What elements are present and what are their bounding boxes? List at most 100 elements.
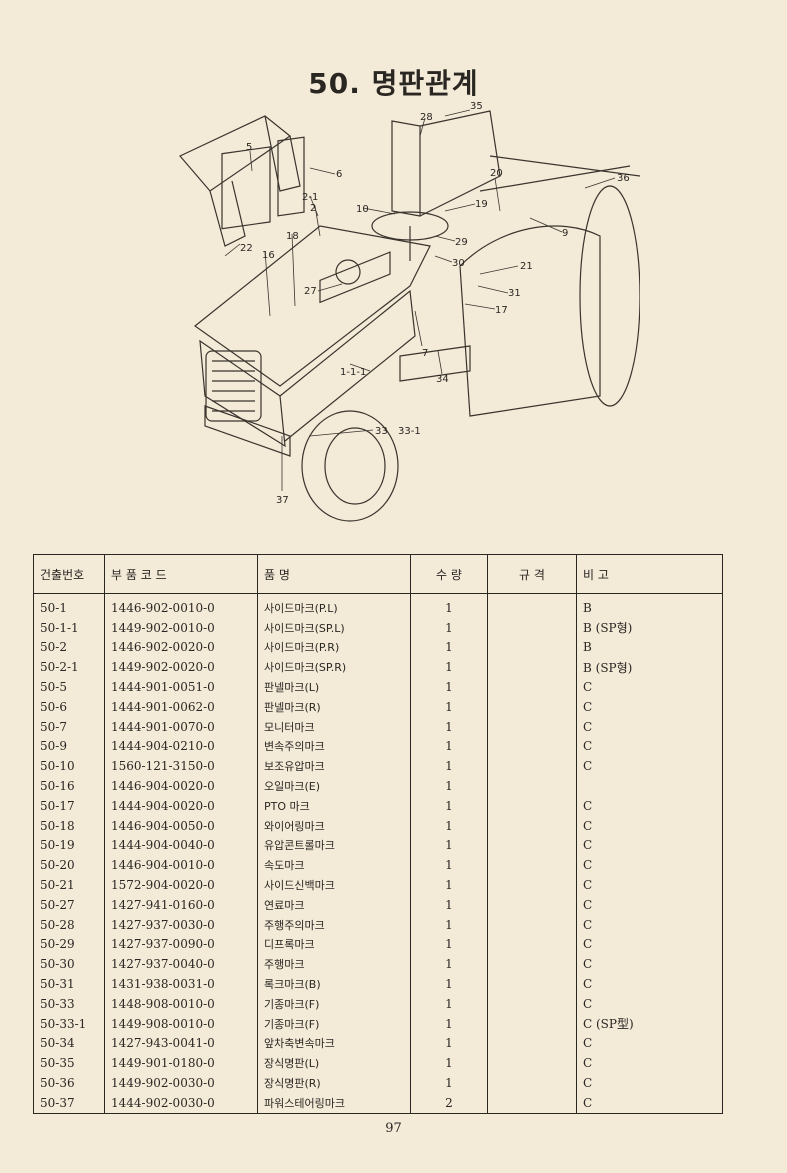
quantity-cell: 1 — [410, 934, 488, 955]
part-name-cell: 모니터마크 — [257, 716, 411, 737]
remarks-cell: C — [583, 937, 593, 952]
remarks-cell: C — [583, 739, 593, 754]
part-code-cell: 1427-937-0030-0 — [104, 914, 258, 935]
callout-label: 29 — [455, 237, 468, 248]
part-code-cell: 1427-937-0040-0 — [104, 954, 258, 975]
quantity-cell: 1 — [410, 593, 488, 618]
part-number-cell: 50-33-1 — [33, 1013, 105, 1034]
part-name-cell: 사이드마크(P.R) — [257, 637, 411, 658]
quantity-cell: 1 — [410, 993, 488, 1014]
spec-cell — [487, 677, 577, 697]
part-name-cell: 사이드신백마크 — [257, 875, 411, 895]
table-header-row: 건출번호 부 품 코 드 품 명 수 량 규 격 비 고 — [33, 554, 723, 594]
spec-cell — [487, 875, 577, 895]
part-code-cell: 1446-904-0010-0 — [104, 855, 258, 876]
remarks-cell: C — [583, 878, 593, 893]
part-code-cell: 1427-941-0160-0 — [104, 894, 258, 915]
column-header: 부 품 코 드 — [104, 554, 258, 594]
spec-cell — [487, 954, 577, 975]
quantity-cell: 1 — [410, 696, 488, 717]
callout-label: 6 — [336, 169, 342, 180]
part-number-cell: 50-19 — [33, 835, 105, 856]
remarks-cell: C — [583, 957, 593, 972]
remarks-cell: C — [583, 1056, 593, 1071]
quantity-cell: 1 — [410, 875, 488, 895]
spec-cell — [487, 716, 577, 737]
part-code-cell: 1449-902-0030-0 — [104, 1073, 258, 1093]
part-code-cell: 1444-901-0051-0 — [104, 677, 258, 697]
part-number-cell: 50-37 — [33, 1092, 105, 1114]
part-name-cell: PTO 마크 — [257, 795, 411, 816]
spec-cell — [487, 1053, 577, 1074]
part-name-cell: 디프록마크 — [257, 934, 411, 955]
part-name-cell: 앞차축변속마크 — [257, 1033, 411, 1054]
spec-cell — [487, 934, 577, 955]
column-header: 규 격 — [487, 554, 577, 594]
callout-label: 33 — [375, 426, 388, 437]
part-name-cell: 오일마크(E) — [257, 776, 411, 796]
part-number-cell: 50-1-1 — [33, 617, 105, 638]
spec-cell — [487, 736, 577, 757]
quantity-cell: 1 — [410, 716, 488, 737]
quantity-cell: 1 — [410, 637, 488, 658]
spec-cell — [487, 815, 577, 836]
callout-label: 36 — [617, 173, 630, 184]
spec-cell — [487, 835, 577, 856]
part-code-cell: 1427-937-0090-0 — [104, 934, 258, 955]
part-number-cell: 50-6 — [33, 696, 105, 717]
spec-cell — [487, 993, 577, 1014]
remarks-cell: C — [583, 680, 593, 695]
part-number-cell: 50-2-1 — [33, 657, 105, 678]
remarks-cell: C — [583, 1076, 593, 1091]
callout-label: 33-1 — [398, 426, 421, 437]
part-name-cell: 와이어링마크 — [257, 815, 411, 836]
part-name-cell: 주행마크 — [257, 954, 411, 975]
part-name-cell: 파워스테어링마크 — [257, 1092, 411, 1114]
column-header: 건출번호 — [33, 554, 105, 594]
callout-label: 17 — [495, 305, 508, 316]
callout-label: 18 — [286, 231, 299, 242]
quantity-cell: 1 — [410, 1073, 488, 1093]
column-header: 품 명 — [257, 554, 411, 594]
part-number-cell: 50-9 — [33, 736, 105, 757]
spec-cell — [487, 894, 577, 915]
callout-label: 7 — [422, 348, 428, 359]
part-name-cell: 유압콘트롤마크 — [257, 835, 411, 856]
quantity-cell: 1 — [410, 1053, 488, 1074]
part-number-cell: 50-27 — [33, 894, 105, 915]
part-name-cell: 연료마크 — [257, 894, 411, 915]
callout-label: 16 — [262, 250, 275, 261]
part-code-cell: 1444-904-0020-0 — [104, 795, 258, 816]
callout-label: 19 — [475, 199, 488, 210]
quantity-cell: 1 — [410, 835, 488, 856]
part-name-cell: 주행주의마크 — [257, 914, 411, 935]
part-name-cell: 장식명판(R) — [257, 1073, 411, 1093]
remarks-cell: B — [583, 600, 592, 615]
remarks-cell: C — [583, 996, 593, 1011]
column-header: 수 량 — [410, 554, 488, 594]
part-code-cell: 1449-902-0010-0 — [104, 617, 258, 638]
spec-cell — [487, 696, 577, 717]
page-number: 97 — [385, 1121, 402, 1136]
part-code-cell: 1446-904-0020-0 — [104, 776, 258, 796]
part-name-cell: 사이드마크(P.L) — [257, 593, 411, 618]
remarks-cell: B (SP형) — [583, 621, 633, 636]
spec-cell — [487, 914, 577, 935]
quantity-cell: 1 — [410, 1033, 488, 1054]
part-name-cell: 보조유압마크 — [257, 756, 411, 777]
